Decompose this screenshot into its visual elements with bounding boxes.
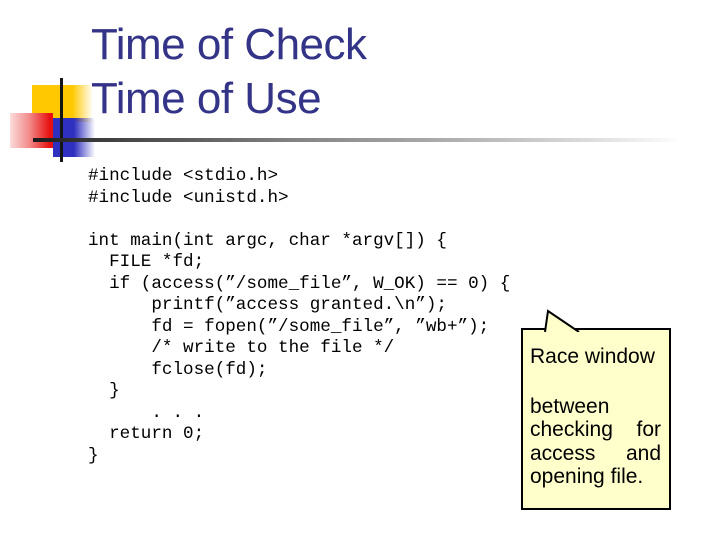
callout-body-line: checking for — [530, 418, 661, 441]
callout-text: Race window between checking for access … — [523, 330, 669, 489]
title-divider-rule — [33, 138, 710, 142]
deco-cross-vertical-line — [60, 78, 63, 162]
callout-heading: Race window — [530, 345, 655, 368]
callout-blank-line — [530, 369, 661, 395]
callout-box: Race window between checking for access … — [521, 328, 671, 510]
deco-red-square — [10, 113, 53, 148]
slide-title-line-1: Time of Check — [91, 20, 367, 69]
callout-body-line: between — [530, 394, 610, 418]
code-block: #include <stdio.h> #include <unistd.h> i… — [88, 166, 511, 466]
callout-body-line: access and — [530, 441, 661, 465]
callout-pointer — [544, 309, 580, 332]
slide-title-line-2: Time of Use — [91, 74, 322, 123]
callout-body-line: opening file. — [530, 465, 644, 488]
slide-title: Time of Check Time of Use — [91, 18, 367, 126]
